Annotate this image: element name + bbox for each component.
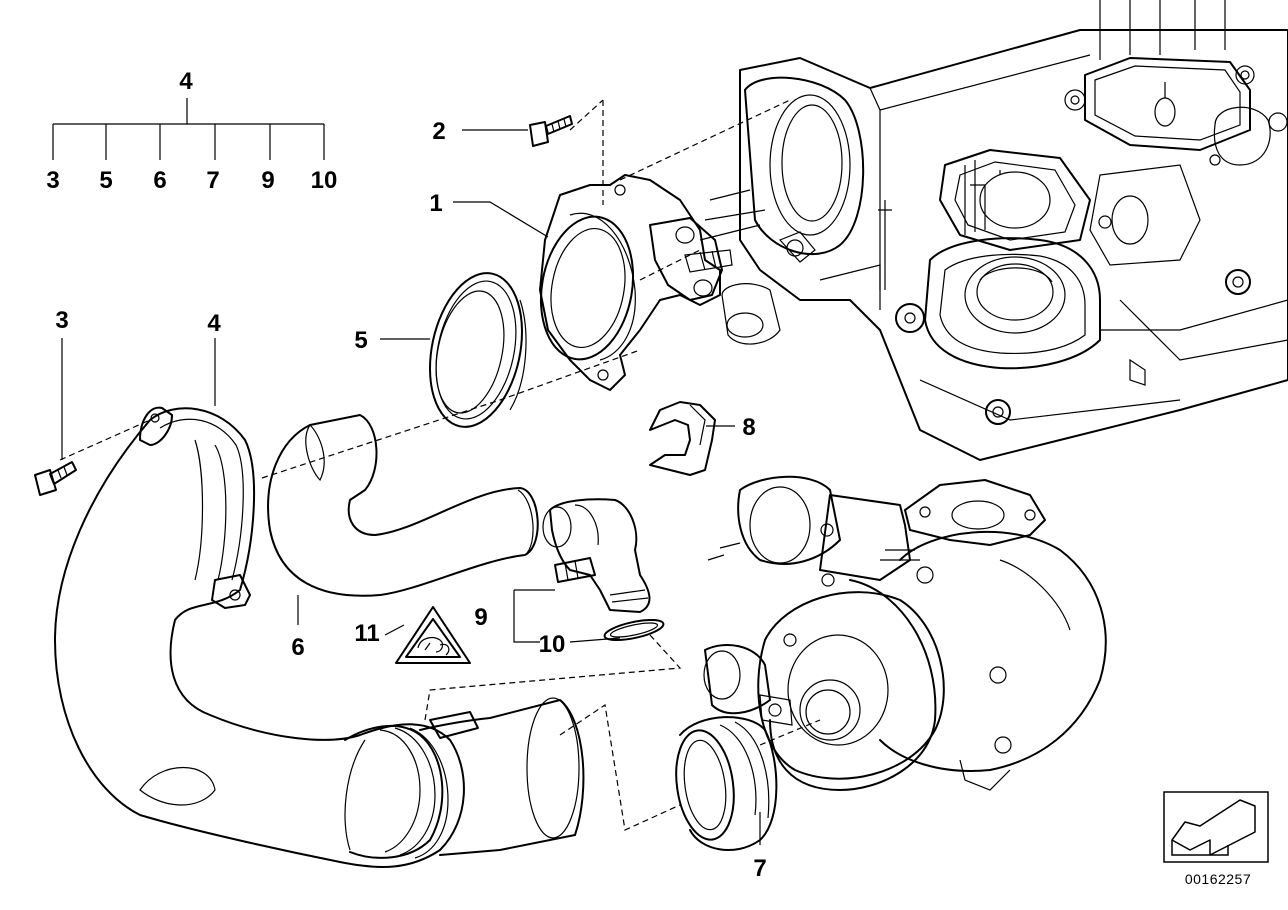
assembly-lines [59, 99, 821, 831]
part-7-seal-ring [675, 716, 778, 852]
part-6-hose [267, 414, 539, 597]
part-2-screw [529, 115, 573, 147]
part-8-clip [649, 401, 716, 476]
turbocharger-illustration [703, 475, 1107, 791]
tree-child-label: 6 [153, 167, 166, 194]
part-1-throttle-housing [539, 174, 733, 391]
tree-root-label: 4 [179, 68, 193, 95]
part-4-intake-pipe [54, 406, 585, 868]
tree-child-label: 9 [261, 167, 274, 194]
tree-child-label: 5 [99, 167, 112, 194]
part-9-elbow-connector [542, 498, 651, 613]
callout-7: 7 [753, 855, 766, 882]
callout-10: 10 [539, 631, 566, 658]
callout-1: 1 [429, 190, 442, 217]
tree-child-label: 10 [311, 167, 338, 194]
callout-6: 6 [291, 634, 304, 661]
part-tree: 4 3 5 6 7 9 10 [46, 68, 337, 194]
callout-4: 4 [207, 310, 221, 337]
part-3-screw [34, 461, 77, 496]
callout-5: 5 [354, 327, 367, 354]
callout-9: 9 [474, 604, 487, 631]
callout-11: 11 [354, 620, 379, 647]
part-10-o-ring [603, 618, 665, 642]
leader-lines [61, 129, 761, 845]
tree-child-label: 3 [46, 167, 59, 194]
part-11-warning-label [395, 606, 471, 664]
part-5-gasket-ring [429, 272, 527, 428]
cylinder-head-illustration [699, 0, 1288, 461]
callout-2: 2 [432, 118, 445, 145]
tree-child-label: 7 [206, 167, 219, 194]
callout-3: 3 [55, 307, 68, 334]
callout-8: 8 [742, 414, 755, 441]
orientation-box [1163, 791, 1269, 863]
catalog-number: 00162257 [1185, 871, 1251, 887]
callout-labels: 1 2 3 4 5 6 7 8 9 10 11 [55, 118, 766, 882]
